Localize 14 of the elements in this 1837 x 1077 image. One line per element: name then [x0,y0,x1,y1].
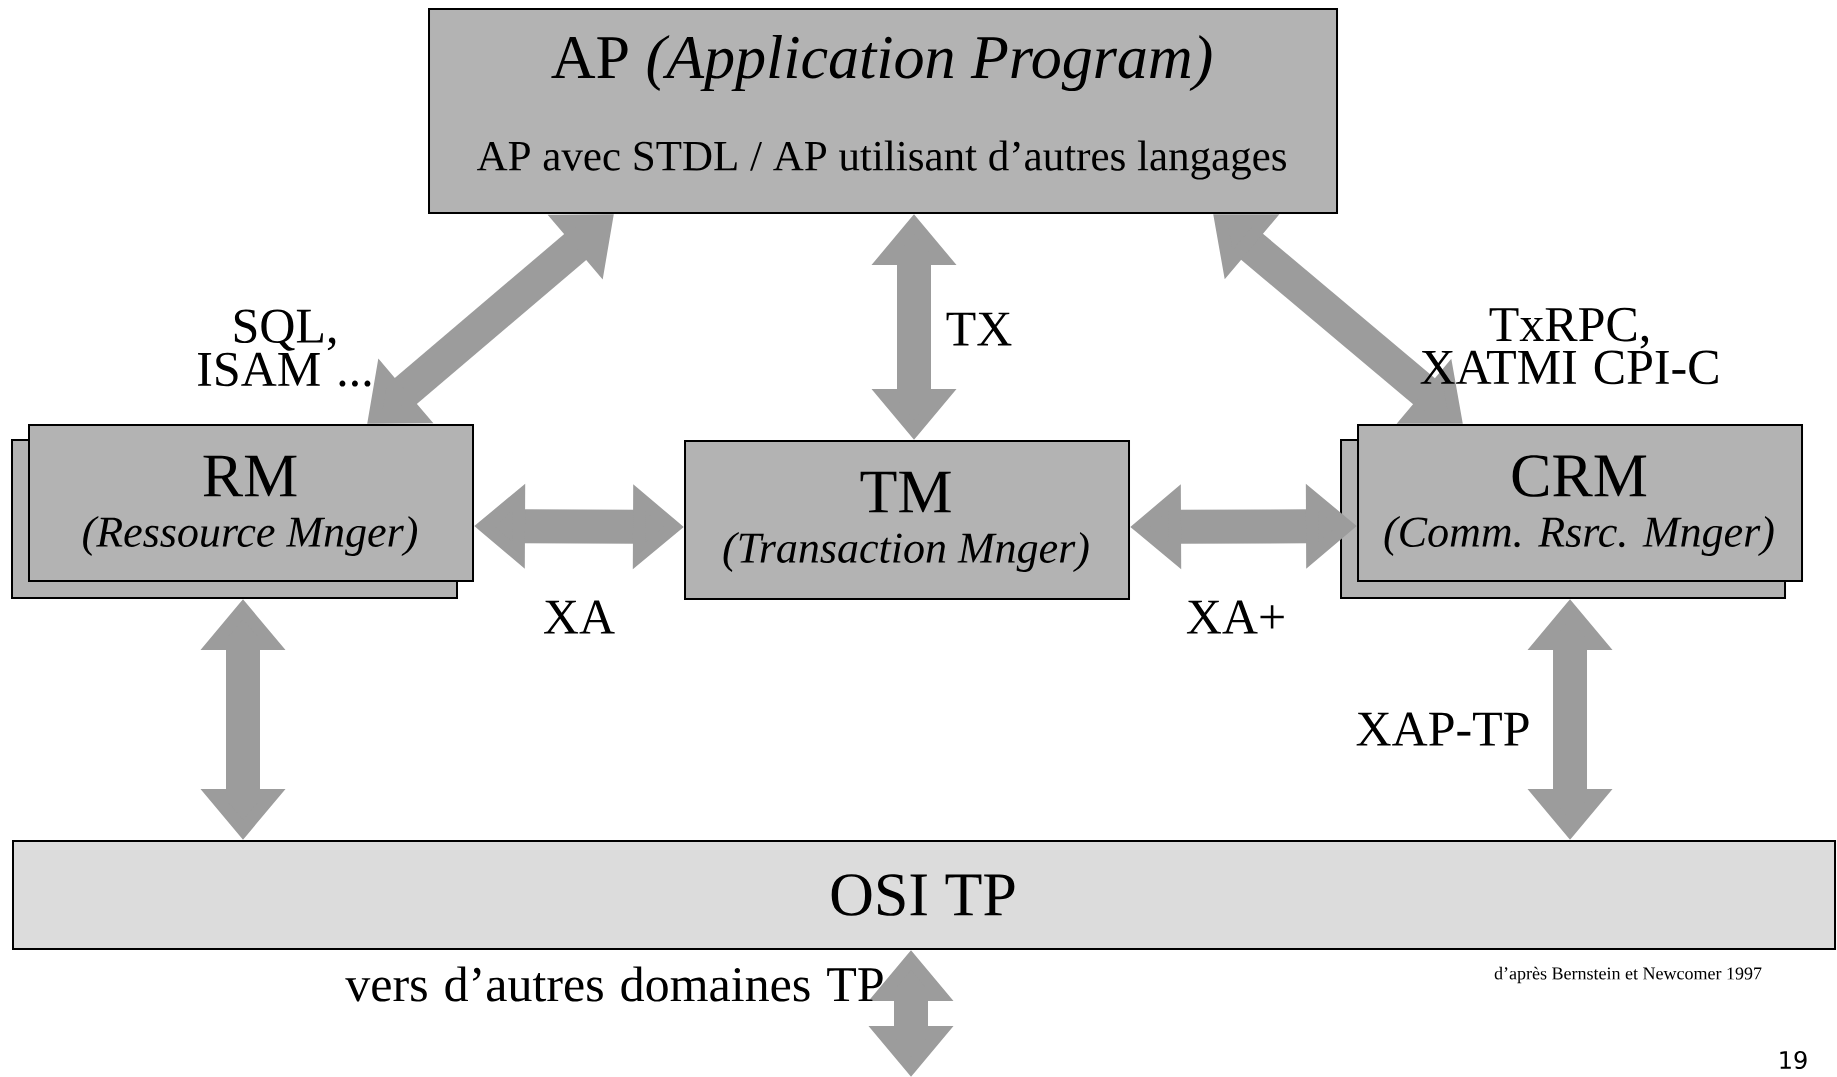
layer-bar: OSI TP [12,840,1836,950]
edge-label: TX [946,312,1012,346]
source-note: d’après Bernstein et Newcomer 1997 [1494,966,1762,984]
edge-label: SQL, ISAM ... [198,309,371,387]
edge-label: XA [544,600,615,634]
stacked-box: CRM (Comm. Rsrc. Mnger) [1340,424,1803,599]
edge-label: TxRPC, XATMI CPI-C [1420,307,1718,385]
stacked-box: RM (Ressource Mnger) [11,424,474,599]
edge-label: XAP-TP [1356,712,1529,746]
edge-label: XA+ [1186,600,1284,634]
process-box: AP (Application Program) AP avec STDL / AP utilisant d’autres langages [428,8,1338,214]
edge-label: vers d’autres domaines TP [345,966,883,1002]
page-number: 19 [1780,1050,1807,1070]
process-box: TM (Transaction Mnger) [684,440,1130,600]
